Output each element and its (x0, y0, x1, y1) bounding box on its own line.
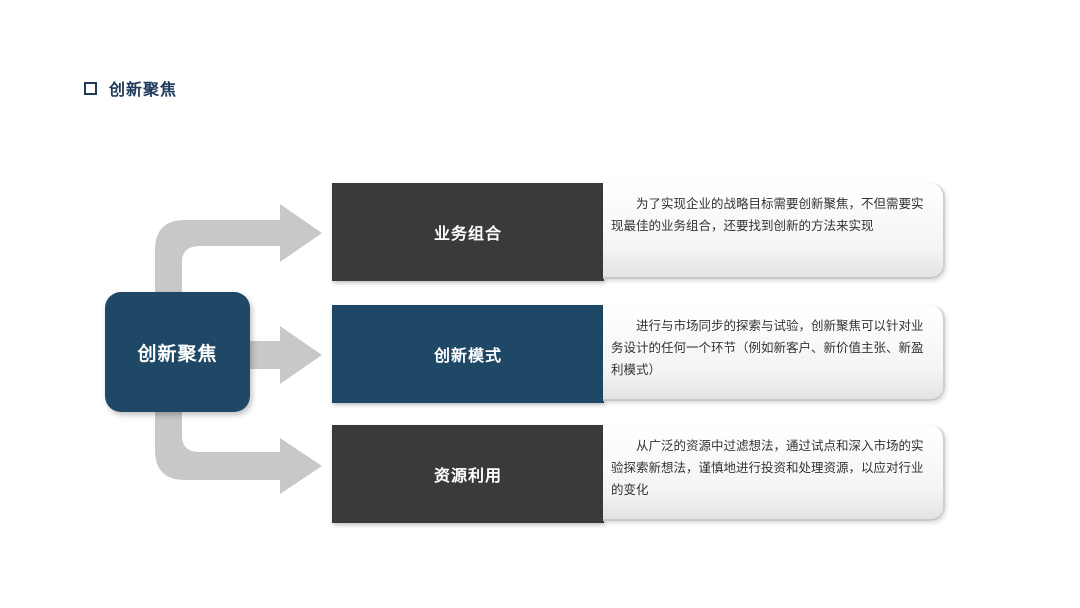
item-label: 创新模式 (433, 346, 502, 365)
item-label-box-3: 资源利用 (332, 425, 604, 523)
arrow-to-item-1 (155, 204, 322, 300)
item-label: 业务组合 (433, 224, 502, 243)
page-title: 创新聚焦 (109, 80, 178, 99)
item-description: 进行与市场同步的探索与试验，创新聚焦可以针对业务设计的任何一个环节（例如新客户、… (611, 318, 924, 377)
item-description: 为了实现企业的战略目标需要创新聚焦，不但需要实现最佳的业务组合，还要找到创新的方… (611, 196, 924, 233)
page-header: 创新聚焦 (84, 76, 177, 100)
center-node: 创新聚焦 (105, 292, 250, 412)
item-label-box-1: 业务组合 (332, 183, 604, 281)
arrow-to-item-2 (250, 326, 322, 384)
item-label-box-2: 创新模式 (332, 305, 604, 403)
item-description-card-1: 为了实现企业的战略目标需要创新聚焦，不但需要实现最佳的业务组合，还要找到创新的方… (603, 183, 945, 279)
center-node-label: 创新聚焦 (137, 342, 218, 365)
item-description-card-2: 进行与市场同步的探索与试验，创新聚焦可以针对业务设计的任何一个环节（例如新客户、… (603, 305, 945, 401)
item-label: 资源利用 (433, 466, 502, 485)
item-description: 从广泛的资源中过滤想法，通过试点和深入市场的实验探索新想法，谨慎地进行投资和处理… (611, 438, 924, 497)
arrow-to-item-3 (155, 405, 322, 494)
square-bullet-icon (84, 81, 97, 95)
item-description-card-3: 从广泛的资源中过滤想法，通过试点和深入市场的实验探索新想法，谨慎地进行投资和处理… (603, 425, 945, 521)
